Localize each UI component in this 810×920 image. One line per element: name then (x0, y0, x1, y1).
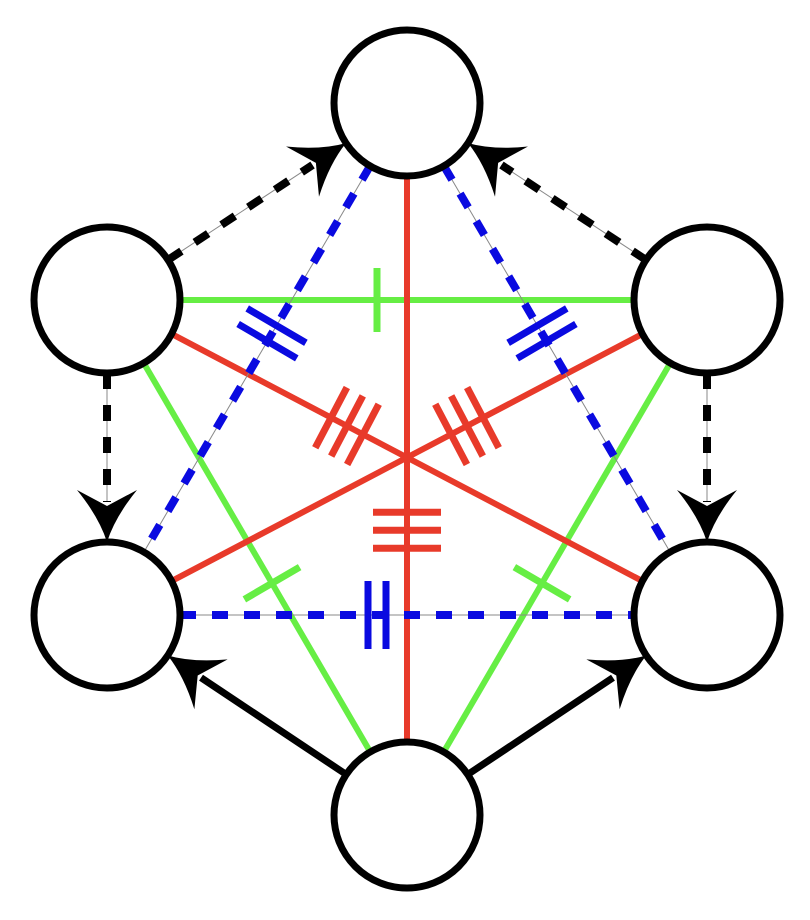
edge-tick-mark (432, 402, 470, 467)
edge-line (141, 361, 373, 754)
edge-upper-right-top (468, 143, 649, 264)
arrowhead-icon (468, 143, 528, 197)
edge-lower-left-lower-right (180, 581, 634, 649)
edge-dashed-line (140, 163, 374, 555)
edge-bottom-lower-left (167, 655, 349, 778)
edge-tick-mark (512, 564, 572, 603)
edge-tick-mark (242, 564, 302, 603)
edge-tick-mark (245, 305, 308, 346)
node-lower-right (630, 538, 784, 692)
edge-tick-mark (344, 402, 382, 467)
node-lower-left (30, 538, 184, 692)
edge-tick-mark (448, 394, 486, 458)
node-upper-right (630, 223, 784, 377)
edge-upper-left-lower-left (77, 373, 137, 542)
edge-line (170, 331, 644, 584)
edge-tick-mark (328, 394, 366, 458)
edge-tick-mark (464, 385, 502, 450)
arrowhead-icon (167, 655, 228, 710)
edge-upper-right-lower-left (170, 331, 644, 584)
edge-line (465, 674, 615, 778)
node-top (330, 26, 484, 180)
edge-line (199, 674, 349, 778)
edge-guide-line (501, 164, 647, 261)
edge-top-lower-left (140, 163, 374, 555)
edge-dashed-line (440, 163, 674, 555)
edge-line (441, 361, 673, 754)
node-bottom (330, 738, 484, 892)
edge-upper-left-top (165, 143, 346, 264)
edges-layer (77, 143, 737, 778)
edge-upper-right-lower-right (677, 373, 737, 542)
edge-upper-left-bottom (141, 361, 373, 754)
arrowhead-icon (77, 490, 137, 542)
edge-bottom-lower-right (465, 655, 647, 778)
edge-tick-mark (506, 305, 569, 346)
edge-guide-line (167, 164, 313, 261)
edge-upper-right-bottom (441, 361, 673, 754)
edge-tick-mark (236, 320, 299, 362)
edge-tick-mark (312, 385, 350, 450)
nodes-layer (30, 26, 784, 892)
edge-tick-mark (515, 320, 578, 362)
arrowhead-icon (286, 143, 346, 197)
arrowhead-icon (586, 655, 647, 710)
edge-top-lower-right (440, 163, 674, 555)
node-upper-left (30, 223, 184, 377)
arrowhead-icon (677, 490, 737, 542)
